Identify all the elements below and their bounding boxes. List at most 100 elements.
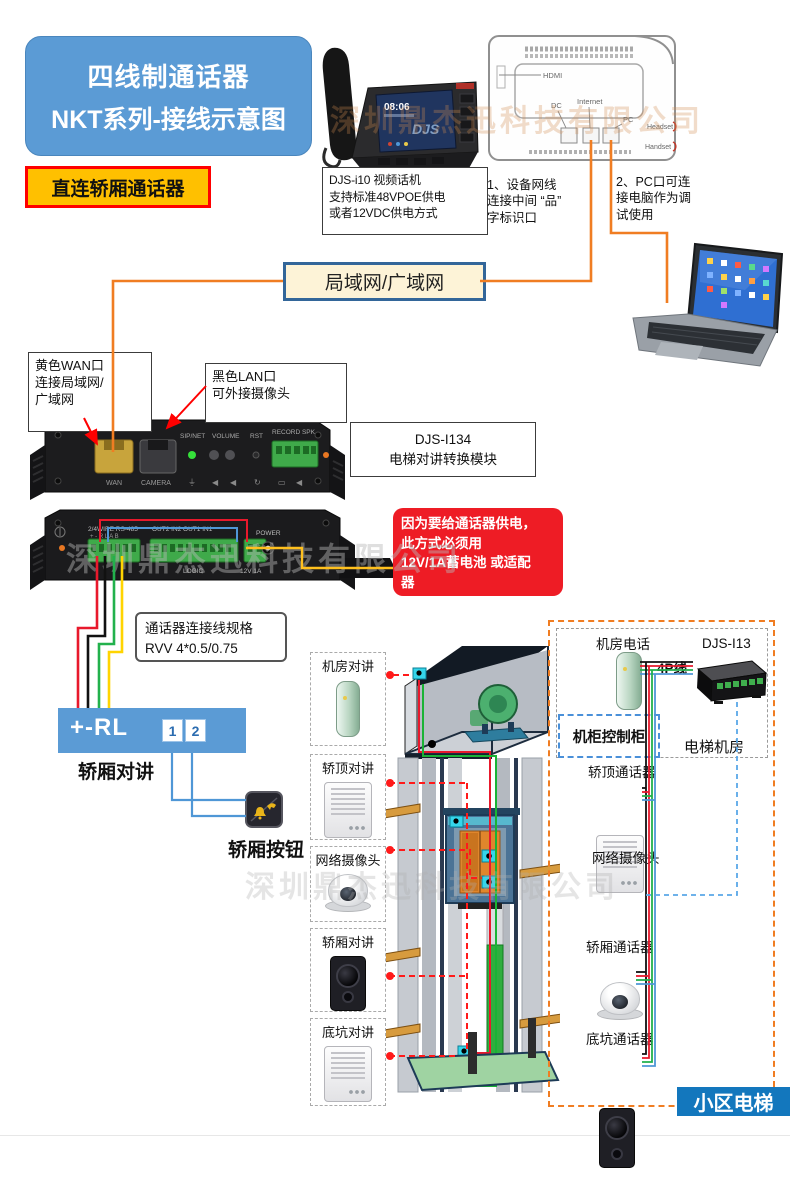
volume-button xyxy=(209,450,219,460)
camera-port-notch xyxy=(148,440,168,450)
car-under-frame xyxy=(458,903,502,909)
button-wire-2 xyxy=(190,753,246,818)
bottom-separator xyxy=(0,1135,790,1136)
wan-port-notch xyxy=(104,440,124,450)
pit-intercom-label: 底坑通话器 xyxy=(586,1032,654,1047)
note-line: 字标识口 xyxy=(487,210,538,225)
pit-intercom-label: 底坑对讲 xyxy=(321,1025,374,1040)
device-side xyxy=(697,669,712,701)
note-line: 因为要给通话器供电， xyxy=(401,516,536,531)
io-terminal-label: OUT2 IN2 OUT1 IN1 xyxy=(152,526,213,533)
note-line: 连接中间 “品” xyxy=(487,194,562,209)
wan-port-note: 黄色WAN口 连接局域网/ 广域网 xyxy=(28,352,152,432)
module-step-right xyxy=(340,558,400,578)
network-camera-label: 网络摄像头 xyxy=(592,851,660,866)
car-intercom-device xyxy=(599,1108,635,1168)
phone-side-key xyxy=(459,93,475,104)
machine-room-phone-label: 机房电话 xyxy=(596,637,650,652)
pc-port xyxy=(602,127,620,144)
phone-note-line: 支持标准48VPOE供电 xyxy=(329,189,446,204)
machine-room-intercom-box: 机房对讲 xyxy=(310,652,386,746)
phone-screen-icon xyxy=(388,142,392,146)
svg-text:◀: ◀ xyxy=(296,478,303,487)
car-top-intercom-label: 轿顶通话器 xyxy=(588,765,656,780)
wan-label: WAN xyxy=(106,480,122,487)
laptop-screen xyxy=(693,250,777,327)
power-jack-pin xyxy=(265,545,271,551)
phone-screen-icon xyxy=(396,142,400,146)
phone-handset-icon xyxy=(267,803,276,810)
motor-fan-hub xyxy=(489,695,507,713)
pit-intercom-box: 底坑对讲 xyxy=(310,1018,386,1106)
car-door-panel xyxy=(462,833,478,891)
ground-symbol xyxy=(54,526,66,538)
pc-port-label: PC xyxy=(623,115,634,124)
terminal-cell-2: 2 xyxy=(185,719,206,742)
dc-port-label: DC xyxy=(551,101,562,110)
machine-room-roof xyxy=(405,646,548,686)
headset-icon xyxy=(672,121,677,132)
note-line: 1、设备网线 xyxy=(487,178,557,192)
phone-screen-brand: DJS xyxy=(412,121,440,137)
bottom-icons: ⏚◀◀↻▭◀ xyxy=(188,478,303,487)
terminal-cells: 1 2 xyxy=(162,719,206,742)
note-line: 接电脑作为调 xyxy=(616,191,692,206)
phone-key xyxy=(414,158,426,165)
reset-hole xyxy=(252,451,260,459)
4p-cable-label: 4P线 xyxy=(657,661,688,676)
svg-text:⏚: ⏚ xyxy=(188,478,196,487)
car-intercom-label: 轿厢对讲 xyxy=(321,935,374,950)
motor-leg xyxy=(482,724,488,734)
phone-handset xyxy=(322,47,357,161)
camera-label: CAMERA xyxy=(141,480,171,487)
shaft-wire-red xyxy=(418,680,491,1054)
hdmi-port-label: HDMI xyxy=(543,71,562,80)
screw xyxy=(322,519,330,527)
car-intercom-icon xyxy=(330,956,366,1011)
module-ear-right xyxy=(330,445,345,500)
cabinet-control-box: 机柜控制柜 xyxy=(558,714,660,758)
network-box: 局域网/广域网 xyxy=(283,262,486,301)
title-line1: 四线制通话器 xyxy=(87,61,250,92)
module-desc: 电梯对讲转换模块 xyxy=(389,451,497,467)
video-phone-image: 08:06 DJS xyxy=(322,47,479,170)
12v-label: 12V 1A xyxy=(240,568,262,575)
module-name-box: DJS-I134 电梯对讲转换模块 xyxy=(350,422,536,477)
phone-key xyxy=(396,158,408,165)
screw xyxy=(314,431,322,439)
floor-cable-dot xyxy=(428,740,436,748)
community-elevator-badge: 小区电梯 xyxy=(677,1087,790,1116)
device-terminal-strip xyxy=(717,678,763,689)
volume-button xyxy=(225,450,235,460)
phone-note-line: 或者12VDC供电方式 xyxy=(329,206,438,221)
vent-fins xyxy=(32,455,344,483)
lan-port-note: 黑色LAN口 可外接摄像头 xyxy=(205,363,347,423)
phone-red-accent xyxy=(456,83,474,89)
button-wire-1 xyxy=(170,753,246,802)
terminal-cell-1: 1 xyxy=(162,719,183,742)
car-top-intercom-label: 轿顶对讲 xyxy=(321,761,374,776)
machine-room-intercom-icon xyxy=(336,681,360,737)
power-led-orange xyxy=(323,452,329,458)
note-line: 广域网 xyxy=(35,392,75,408)
logic-label: LOGIC xyxy=(183,568,204,575)
module-model: DJS-I134 xyxy=(414,431,472,447)
bell-icon xyxy=(254,807,266,816)
car-top-intercom-box: 轿顶对讲 xyxy=(310,754,386,840)
note-line: 可外接摄像头 xyxy=(212,386,291,402)
device-foot xyxy=(714,701,723,704)
internet-cable-note: 1、设备网线 连接中间 “品” 字标识口 xyxy=(487,177,583,226)
screw xyxy=(54,519,62,527)
phone-key xyxy=(378,158,390,165)
back-panel-stand-curve xyxy=(634,35,674,65)
terminal-pins-label: +-RL xyxy=(70,714,128,741)
pit-buffer xyxy=(468,1032,477,1074)
device-foot xyxy=(752,695,761,698)
note-line: 器 xyxy=(401,574,415,590)
pit-floor xyxy=(406,1050,560,1092)
car-intercom-caption: 轿厢对讲 xyxy=(78,762,155,783)
sipnet-label: SIP/NET xyxy=(180,433,205,440)
note-line: 此方式必须用 xyxy=(401,535,482,551)
car-terminal-strip: +-RL 1 2 xyxy=(58,708,246,753)
diagram-title: 四线制通话器 NKT系列-接线示意图 xyxy=(25,36,312,156)
